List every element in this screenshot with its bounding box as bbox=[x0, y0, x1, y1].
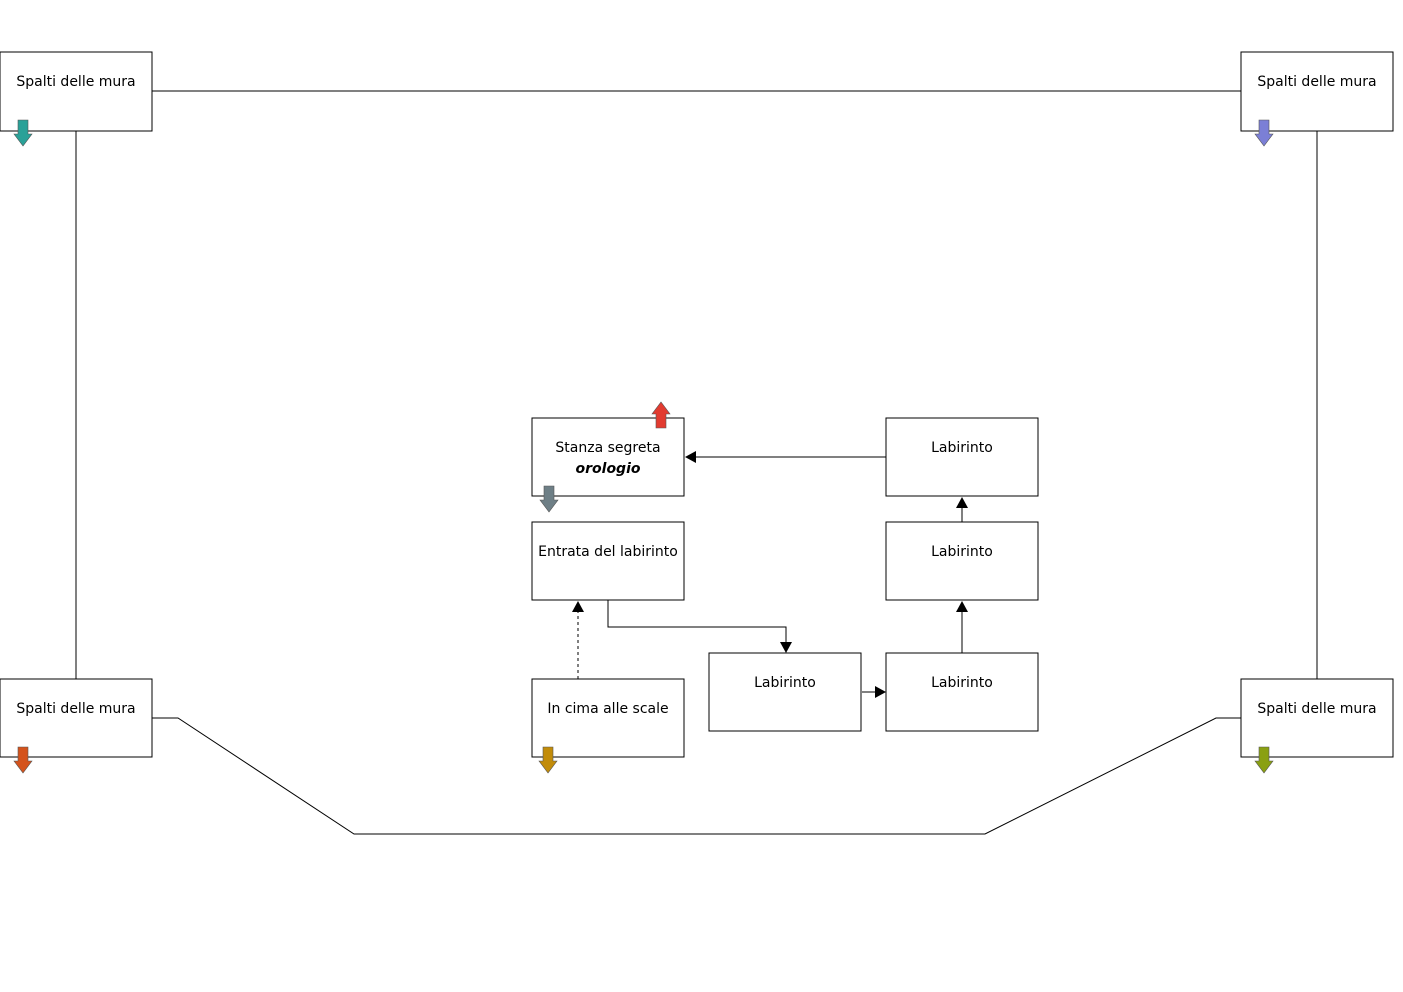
arrowhead-to-secret-room bbox=[685, 451, 696, 463]
arrowhead-to-maze-2 bbox=[875, 686, 886, 698]
room-label: Spalti delle mura bbox=[16, 74, 135, 90]
room-top-of-stairs[interactable]: In cima alle scale bbox=[531, 678, 685, 758]
room-maze-2[interactable]: Labirinto bbox=[885, 652, 1039, 732]
room-label: Spalti delle mura bbox=[16, 701, 135, 717]
room-label: Stanza segreta bbox=[555, 440, 660, 456]
arrowhead-to-maze-4 bbox=[956, 497, 968, 508]
stair-down-icon[interactable] bbox=[13, 746, 33, 774]
stair-down-icon[interactable] bbox=[538, 746, 558, 774]
room-label: Labirinto bbox=[931, 440, 993, 456]
room-maze-1[interactable]: Labirinto bbox=[708, 652, 862, 732]
stair-down-icon[interactable] bbox=[539, 485, 559, 513]
room-sublabel: orologio bbox=[576, 461, 641, 477]
room-maze-4[interactable]: Labirinto bbox=[885, 417, 1039, 497]
stair-down-icon[interactable] bbox=[13, 119, 33, 147]
room-maze-3[interactable]: Labirinto bbox=[885, 521, 1039, 601]
room-label: Spalti delle mura bbox=[1257, 74, 1376, 90]
room-label: Spalti delle mura bbox=[1257, 701, 1376, 717]
connection-entrance-to-maze1 bbox=[607, 600, 787, 642]
room-secret[interactable]: Stanza segreta orologio bbox=[531, 417, 685, 497]
room-wall-bottom-left[interactable]: Spalti delle mura bbox=[0, 678, 153, 758]
room-label: Labirinto bbox=[931, 544, 993, 560]
arrowhead-to-maze-3 bbox=[956, 601, 968, 612]
room-wall-bottom-right[interactable]: Spalti delle mura bbox=[1240, 678, 1394, 758]
room-label: Labirinto bbox=[754, 675, 816, 691]
room-wall-top-right[interactable]: Spalti delle mura bbox=[1240, 51, 1394, 132]
stair-down-icon[interactable] bbox=[1254, 119, 1274, 147]
room-maze-entrance[interactable]: Entrata del labirinto bbox=[531, 521, 685, 601]
connection-wall-bottom bbox=[152, 717, 1241, 835]
stair-down-icon[interactable] bbox=[1254, 746, 1274, 774]
room-label: Labirinto bbox=[931, 675, 993, 691]
arrowhead-to-maze-1 bbox=[780, 642, 792, 653]
stair-up-icon[interactable] bbox=[651, 401, 671, 429]
room-label: In cima alle scale bbox=[547, 701, 668, 717]
room-wall-top-left[interactable]: Spalti delle mura bbox=[0, 51, 153, 132]
arrowhead-to-maze-entrance bbox=[572, 601, 584, 612]
room-label: Entrata del labirinto bbox=[538, 544, 678, 560]
